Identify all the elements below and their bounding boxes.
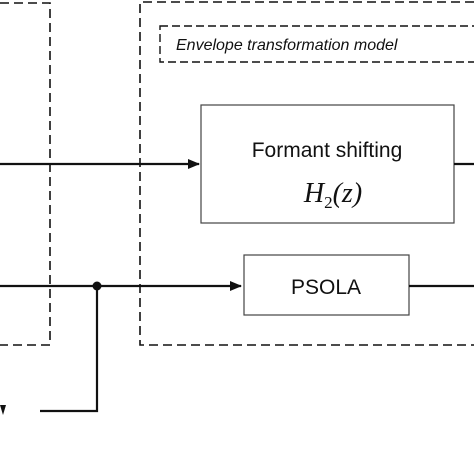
formant-shifting-box [200,104,455,224]
psola-label: PSOLA [291,276,361,299]
envelope-model-region [139,1,474,346]
formant-shifting-label: Formant shifting [252,139,403,162]
transfer-function-symbol: H [303,178,326,209]
branch-line [40,286,99,413]
partial-arrowhead [0,405,6,415]
psola-box [243,254,410,316]
transfer-function-subscript: 2 [324,193,333,212]
transfer-function-argument: (z) [333,178,363,209]
transfer-function-label: H2(z) [303,178,362,212]
model-label: Envelope transformation model [176,37,398,54]
left-dashed-region [0,2,51,346]
model-label-frame [159,25,474,63]
